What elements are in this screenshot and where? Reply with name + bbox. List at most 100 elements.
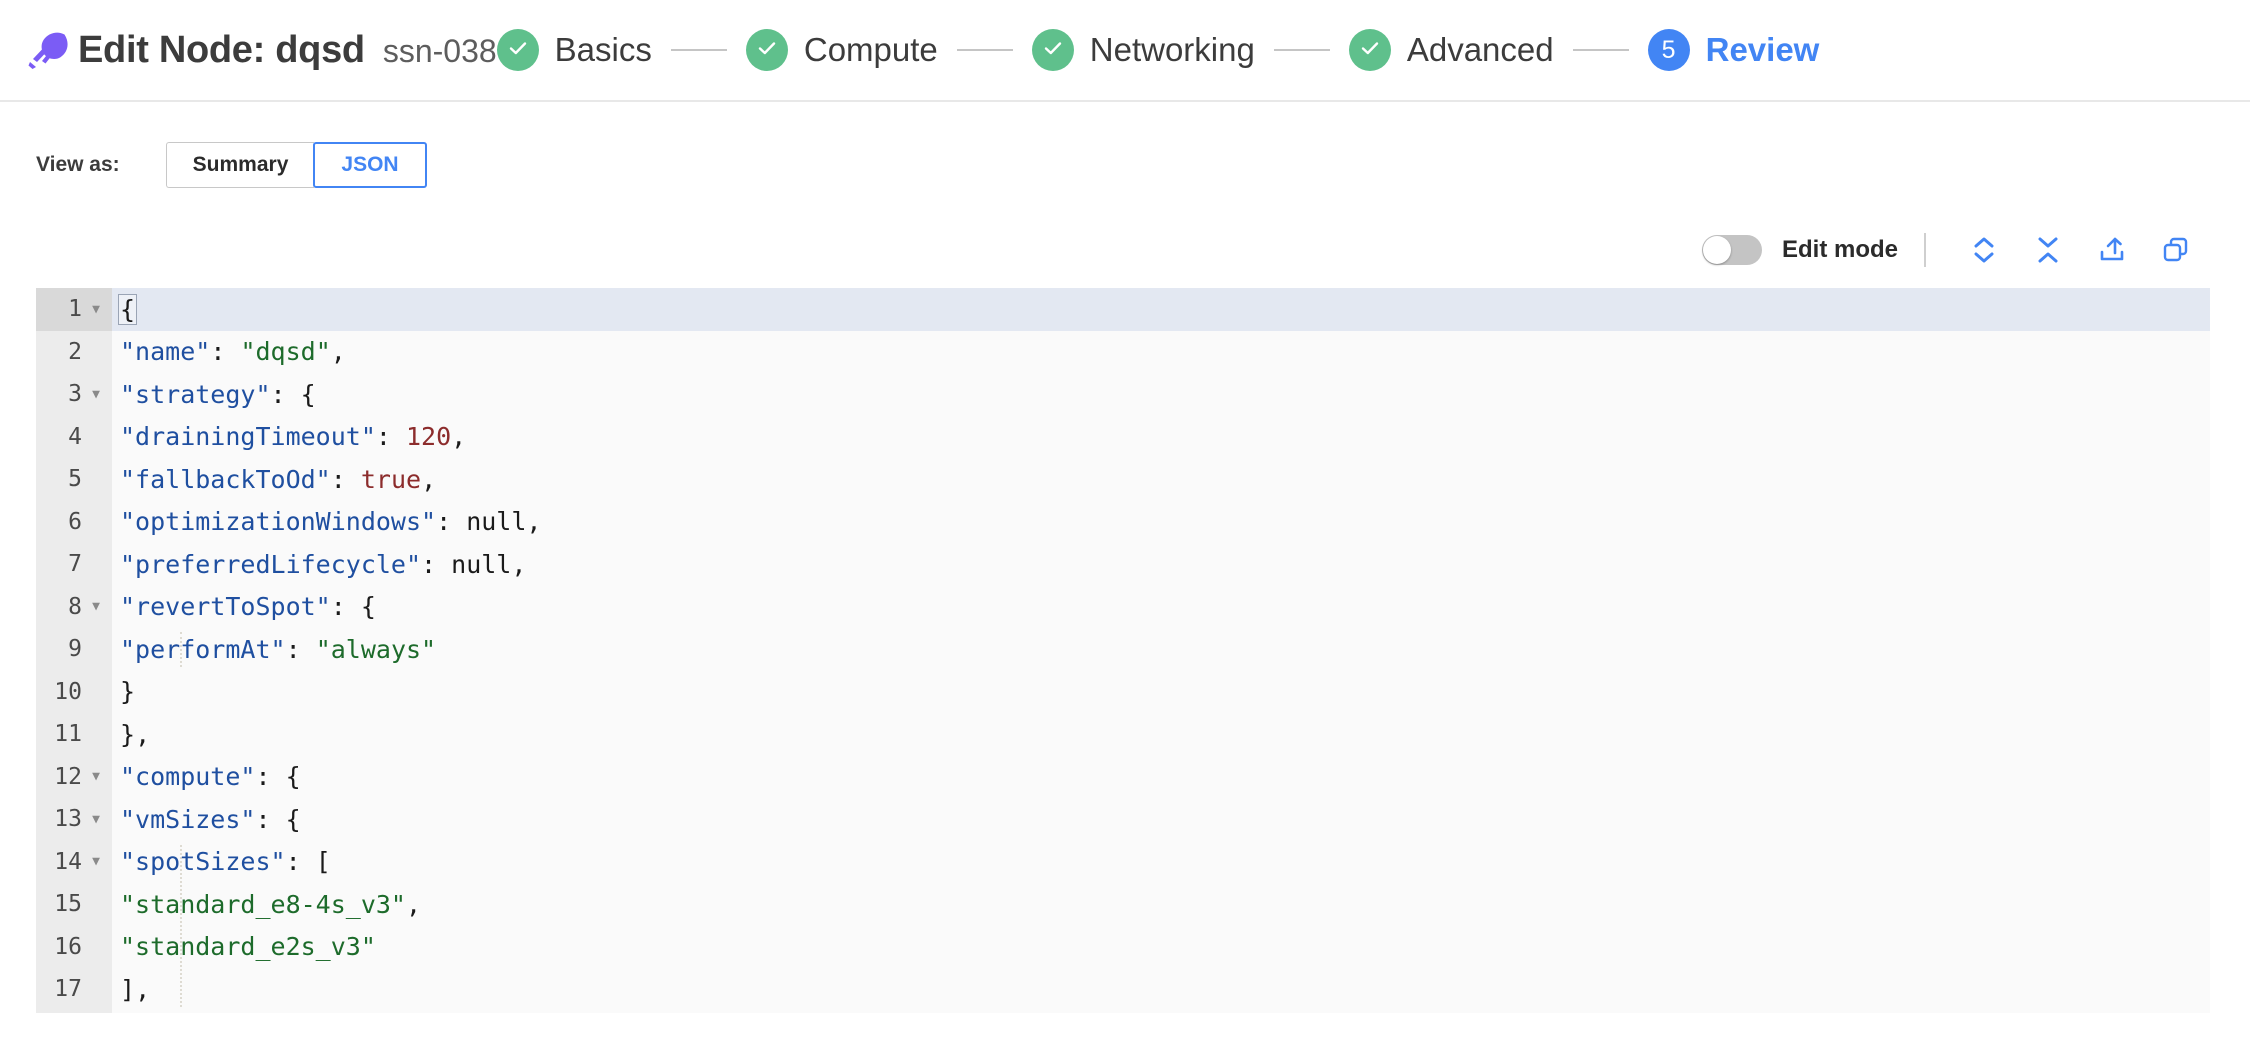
step-compute-circle <box>745 29 788 71</box>
code-line[interactable]: }, <box>120 719 151 749</box>
code-line[interactable]: "preferredLifecycle": null, <box>120 549 527 579</box>
header-title-block: Edit Node: dqsd ssn-038 <box>78 29 497 72</box>
edit-mode-label: Edit mode <box>1781 236 1898 263</box>
gutter-line: 9▼ <box>36 628 112 671</box>
page-subtitle: ssn-038 <box>382 32 497 69</box>
line-number: 7 <box>68 551 82 578</box>
code-line[interactable]: "revertToSpot": { <box>120 592 376 622</box>
line-number: 4 <box>68 423 82 450</box>
gutter-line: 10▼ <box>36 671 112 714</box>
line-number: 12 <box>54 763 82 790</box>
line-number: 6 <box>68 508 82 535</box>
check-icon <box>1041 36 1065 65</box>
export-icon[interactable] <box>2090 230 2134 270</box>
gutter-line: 11▼ <box>36 713 112 756</box>
logo-container <box>0 28 78 72</box>
gutter-line: 6▼ <box>36 501 112 544</box>
app-header: Edit Node: dqsd ssn-038 Basics <box>0 0 2250 102</box>
check-icon <box>755 36 779 65</box>
toolbar-divider <box>1924 233 1926 267</box>
step-networking-label: Networking <box>1089 31 1255 68</box>
gutter-line: 2▼ <box>36 331 112 374</box>
step-review[interactable]: 5 Review <box>1647 29 1820 71</box>
fold-toggle-icon[interactable]: ▼ <box>92 769 100 785</box>
code-line[interactable]: { <box>112 288 2210 331</box>
line-number: 17 <box>54 976 82 1003</box>
code-line[interactable]: "drainingTimeout": 120, <box>120 422 467 452</box>
editor-code-area[interactable]: { "name": "dqsd", "strategy": { "drainin… <box>112 288 2210 1013</box>
collapse-all-icon[interactable] <box>2026 230 2070 270</box>
line-number: 16 <box>54 933 82 960</box>
code-line[interactable]: "spotSizes": [ <box>120 847 331 877</box>
gutter-line: 16▼ <box>36 926 112 969</box>
copy-icon[interactable] <box>2154 230 2198 270</box>
edit-mode-toggle-knob <box>1702 236 1731 264</box>
gutter-line: 3▼ <box>36 373 112 416</box>
code-line[interactable]: "fallbackToOd": true, <box>120 464 437 494</box>
line-number: 10 <box>54 678 82 705</box>
step-compute-label: Compute <box>803 31 938 68</box>
view-as-json-button[interactable]: JSON <box>313 142 427 188</box>
code-line[interactable]: "vmSizes": { <box>120 804 301 834</box>
view-as-summary-button[interactable]: Summary <box>165 142 315 188</box>
edit-mode-toggle[interactable] <box>1701 235 1762 265</box>
code-line[interactable]: "performAt": "always" <box>120 634 437 664</box>
line-number: 14 <box>54 848 82 875</box>
step-basics[interactable]: Basics <box>496 29 652 71</box>
gutter-line: 1▼ <box>36 288 112 331</box>
gutter-line: 12 ▼ <box>36 756 112 799</box>
view-as-label: View as: <box>36 153 120 176</box>
code-line[interactable]: "optimizationWindows": null, <box>120 507 542 537</box>
fold-toggle-icon[interactable]: ▼ <box>92 386 100 402</box>
wizard-stepper: Basics Compute Netwo <box>496 29 2250 71</box>
fold-toggle-icon[interactable]: ▼ <box>92 854 100 870</box>
line-number: 5 <box>68 466 82 493</box>
line-number: 8 <box>68 593 82 620</box>
gutter-line: 7▼ <box>36 543 112 586</box>
fold-toggle-icon[interactable]: ▼ <box>92 811 100 827</box>
code-line[interactable]: "compute": { <box>120 762 301 792</box>
view-as-toggle-group: Summary JSON <box>165 142 427 188</box>
line-number: 15 <box>54 891 82 918</box>
json-editor[interactable]: 1▼2▼3▼4▼5▼6▼7▼8▼9▼10▼11▼12▼13▼14▼15▼16▼1… <box>36 288 2210 1013</box>
step-connector-1 <box>670 49 727 51</box>
code-line[interactable]: "strategy": { <box>120 379 316 409</box>
line-number: 2 <box>68 338 82 365</box>
step-basics-circle <box>496 29 539 71</box>
page-title: Edit Node: dqsd <box>78 28 365 71</box>
step-basics-label: Basics <box>554 31 652 68</box>
step-review-number: 5 <box>1661 35 1676 64</box>
code-line[interactable]: "standard_e8-4s_v3", <box>120 889 422 919</box>
check-icon <box>1358 36 1382 65</box>
step-connector-4 <box>1572 49 1629 51</box>
fold-toggle-icon[interactable]: ▼ <box>92 599 100 615</box>
gutter-line: 8▼ <box>36 586 112 629</box>
step-review-label: Review <box>1705 31 1820 68</box>
step-compute[interactable]: Compute <box>745 29 938 71</box>
step-networking[interactable]: Networking <box>1031 29 1255 71</box>
gutter-line: 4▼ <box>36 416 112 459</box>
step-advanced-circle <box>1348 29 1391 71</box>
fold-toggle-icon[interactable]: ▼ <box>92 301 100 317</box>
step-networking-circle <box>1031 29 1074 71</box>
gutter-line: 5▼ <box>36 458 112 501</box>
gutter-line: 15▼ <box>36 883 112 926</box>
step-connector-2 <box>956 49 1013 51</box>
gutter-line: 14 ▼ <box>36 841 112 884</box>
code-line[interactable]: "name": "dqsd", <box>120 337 346 367</box>
editor-gutter: 1▼2▼3▼4▼5▼6▼7▼8▼9▼10▼11▼12▼13▼14▼15▼16▼1… <box>36 288 112 1013</box>
check-icon <box>506 36 530 65</box>
line-number: 1 <box>68 296 82 323</box>
step-advanced[interactable]: Advanced <box>1348 29 1554 71</box>
code-line[interactable]: "standard_e2s_v3" <box>120 932 376 962</box>
step-review-circle: 5 <box>1647 29 1690 71</box>
code-line[interactable]: } <box>120 677 136 707</box>
editor-toolbar: Edit mode <box>0 188 2250 270</box>
line-number: 9 <box>68 636 82 663</box>
gutter-line: 17▼ <box>36 968 112 1011</box>
code-line[interactable]: ], <box>120 974 151 1004</box>
expand-all-icon[interactable] <box>1962 230 2006 270</box>
line-number: 13 <box>54 806 82 833</box>
rocket-logo-icon <box>26 28 70 72</box>
view-as-row: View as: Summary JSON <box>0 102 2250 188</box>
